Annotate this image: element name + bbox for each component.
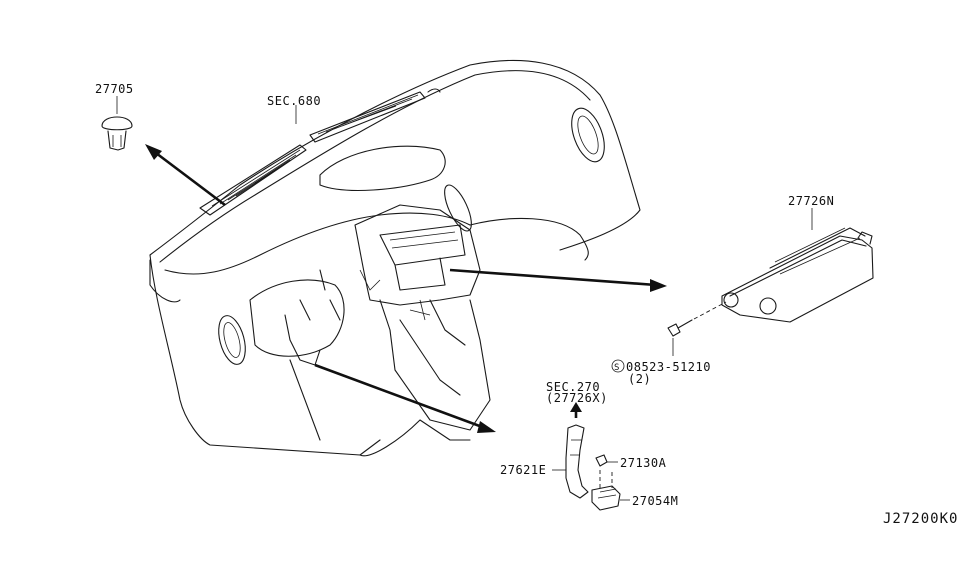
arrow-to-sensor bbox=[314, 363, 486, 430]
arrow-to-27705 bbox=[151, 148, 226, 207]
label-27621e: 27621E bbox=[500, 463, 546, 477]
arrowhead-icon bbox=[477, 421, 496, 433]
label-27054m: 27054M bbox=[632, 494, 678, 508]
label-screw-qty: (2) bbox=[628, 372, 651, 386]
label-27130a: 27130A bbox=[620, 456, 667, 470]
module-27726n bbox=[667, 208, 874, 356]
clip-27705 bbox=[101, 96, 133, 151]
callout-labels: 27705 SEC.680 27726N S 08523-51210 (2) S… bbox=[95, 82, 958, 527]
instrument-panel-drawing bbox=[149, 59, 641, 457]
sensor-group bbox=[552, 424, 630, 511]
arrowhead-icon bbox=[145, 144, 162, 160]
label-sec270: SEC.270 bbox=[546, 380, 600, 394]
label-screw-part: 08523-51210 bbox=[626, 360, 711, 374]
label-sec270-sub: (27726X) bbox=[546, 391, 608, 405]
label-27705: 27705 bbox=[95, 82, 134, 96]
label-27726n: 27726N bbox=[788, 194, 834, 208]
label-sec680: SEC.680 bbox=[267, 94, 321, 108]
screw-symbol-letter: S bbox=[614, 363, 620, 373]
diagram-id: J27200K0 bbox=[883, 511, 958, 527]
screw-symbol-icon bbox=[611, 359, 625, 373]
arrow-to-27726n bbox=[449, 268, 657, 287]
arrowhead-icon bbox=[570, 402, 582, 412]
arrowhead-icon bbox=[650, 279, 667, 292]
leader-arrows bbox=[145, 105, 667, 433]
